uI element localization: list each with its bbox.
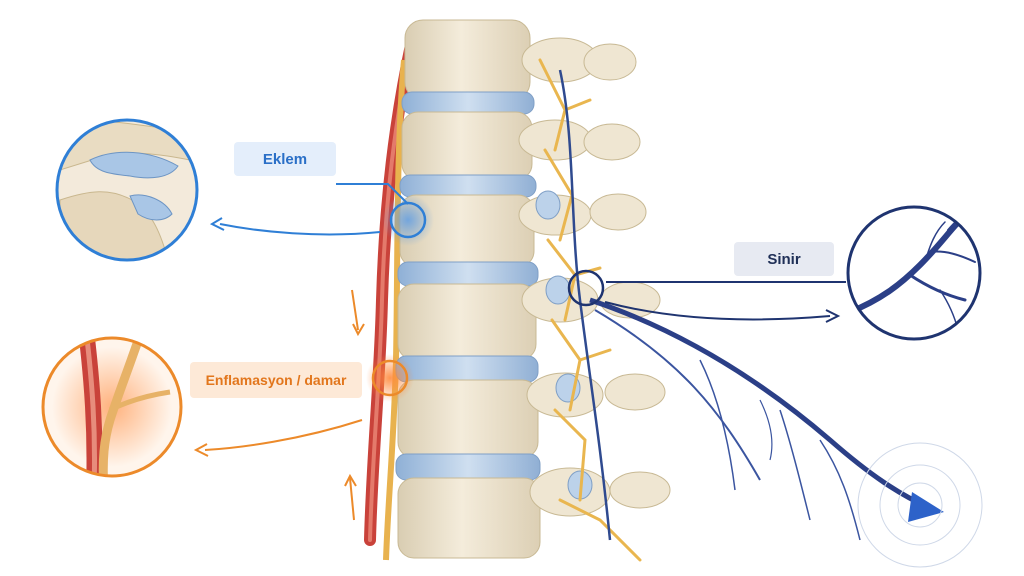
spinal-column [395,19,671,562]
joint-detail-icon [55,118,199,262]
disc-5 [395,453,541,481]
peripheral-nerve [589,297,983,568]
disc-1 [401,91,535,115]
disc-2 [399,174,537,198]
disc-4 [395,355,539,383]
vessel-inflammation-icon [41,336,183,478]
eklem-label: Eklem [234,142,336,176]
enflamasyon-callout [193,289,414,521]
vertebra-2 [401,111,533,181]
nerve-branch-icon [846,205,982,341]
sinir-label: Sinir [734,242,834,276]
nerve-arrow-head [908,492,944,522]
vertebra-4 [397,283,537,361]
vessels [364,34,418,561]
disc-3 [397,261,539,287]
vertebra-6 [397,477,541,559]
eklem-callout [209,183,434,246]
vertebra-1 [404,19,531,101]
sinir-marker [567,269,605,307]
enflamasyon-marker [371,359,409,397]
sinir-callout [567,269,846,323]
vertebra-5 [397,379,539,459]
enflamasyon-label: Enflamasyon / damar [190,362,362,398]
